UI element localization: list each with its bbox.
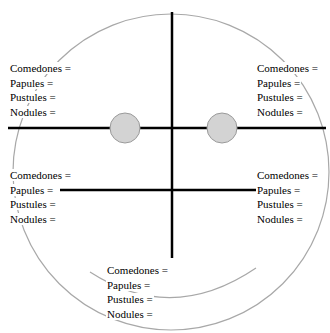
count-label: Papules =	[9, 77, 54, 89]
count-label: Comedones =	[9, 62, 72, 74]
count-label: Papules =	[9, 184, 54, 196]
count-label: Nodules =	[256, 106, 304, 118]
count-label: Comedones =	[9, 169, 72, 181]
count-label: Pustules =	[9, 198, 57, 210]
count-label: Comedones =	[106, 264, 169, 276]
count-label: Nodules =	[9, 106, 57, 118]
count-label: Pustules =	[256, 91, 304, 103]
count-label: Comedones =	[256, 62, 319, 74]
count-label: Pustules =	[9, 91, 57, 103]
count-label: Nodules =	[9, 213, 57, 225]
count-label: Nodules =	[106, 308, 154, 320]
count-label: Pustules =	[256, 198, 304, 210]
divider-line	[171, 12, 174, 258]
eye-circle	[207, 113, 237, 143]
count-label: Pustules =	[106, 293, 154, 305]
eye-circle	[110, 113, 140, 143]
count-label: Papules =	[256, 77, 301, 89]
divider-line	[8, 127, 326, 130]
count-label: Papules =	[106, 279, 151, 291]
count-label: Comedones =	[256, 169, 319, 181]
count-label: Papules =	[256, 184, 301, 196]
count-label: Nodules =	[256, 213, 304, 225]
